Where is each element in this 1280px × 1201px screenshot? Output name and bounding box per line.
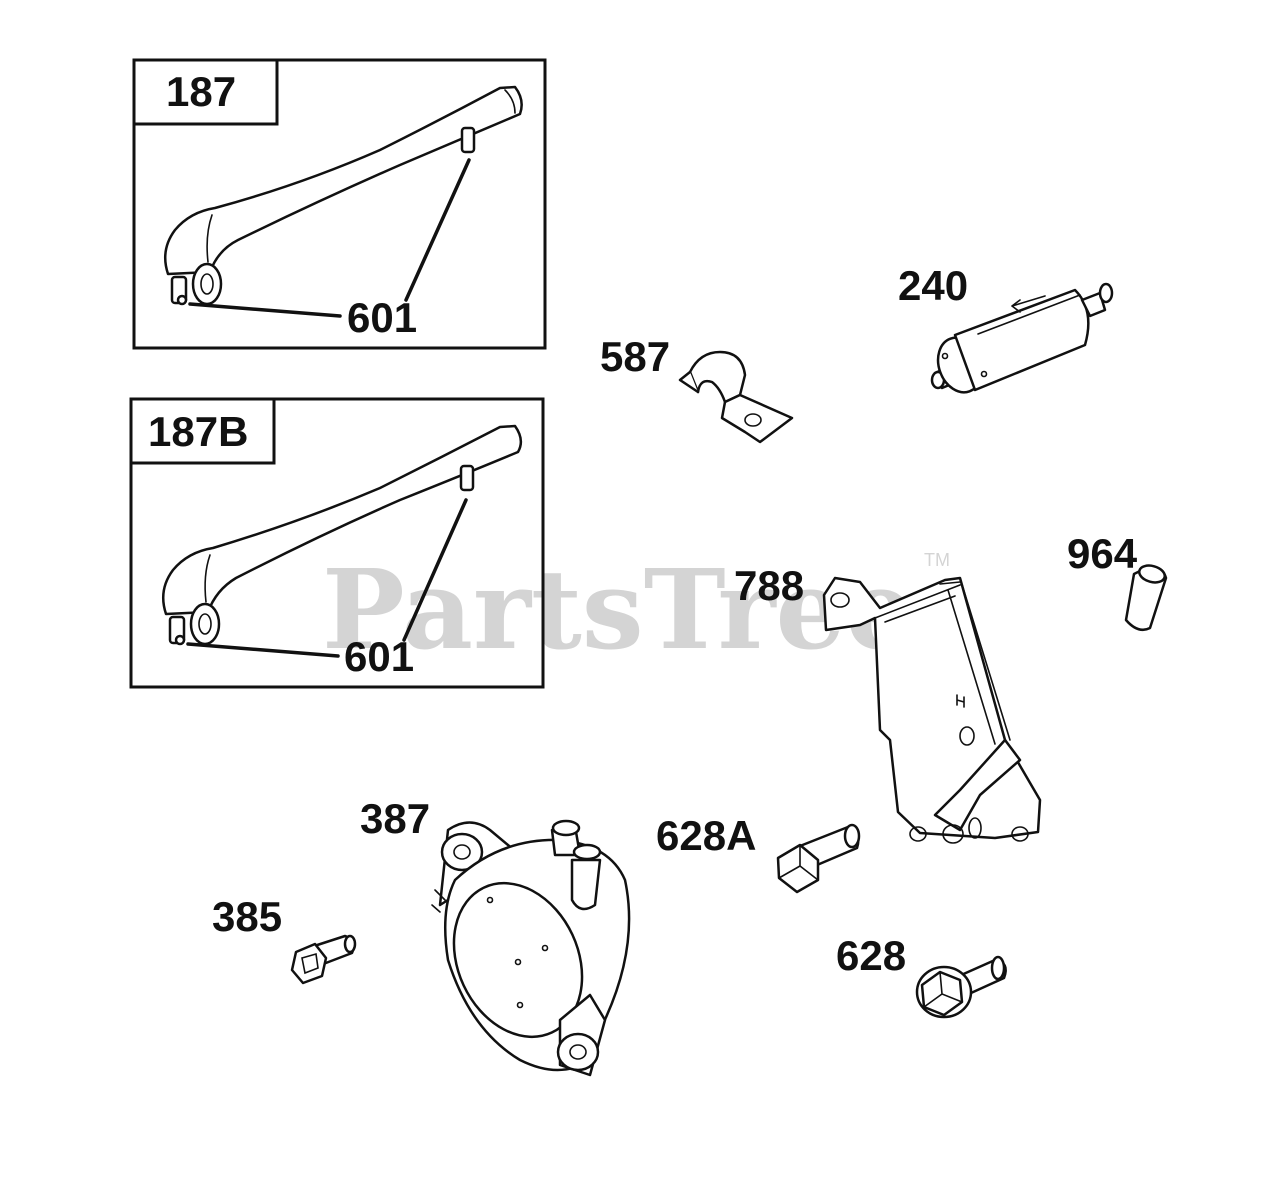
- sleeve-964: [1124, 564, 1168, 631]
- callout-587: 587: [600, 333, 670, 380]
- fuel-line-187: [163, 85, 523, 306]
- watermark-trademark: TM: [924, 550, 950, 570]
- inset-187b-title-box: [129, 397, 276, 465]
- bolt-628a: [776, 823, 861, 894]
- leader-601-b: [188, 302, 342, 318]
- bracket-788: [822, 576, 1042, 844]
- leader-601-c: [402, 498, 468, 642]
- callout-964: 964: [1067, 530, 1138, 577]
- fuel-line-187b: [161, 424, 523, 646]
- leader-601-d: [186, 642, 340, 658]
- callout-628: 628: [836, 932, 906, 979]
- fuel-filter-240: [930, 282, 1114, 394]
- callout-385: 385: [212, 893, 282, 940]
- inset-187b-callout-601: 601: [344, 633, 414, 680]
- inset-187b-frame: [129, 397, 545, 689]
- inset-187-callout-601: 601: [347, 294, 417, 341]
- inset-187b: 187B 601: [129, 397, 545, 689]
- fuel-pump-387: [431, 819, 631, 1077]
- callout-387: 387: [360, 795, 430, 842]
- leader-601-a: [404, 158, 471, 302]
- inset-187-title: 187: [166, 68, 236, 115]
- callout-628a: 628A: [656, 812, 756, 859]
- callout-240: 240: [898, 262, 968, 309]
- inset-187b-title: 187B: [148, 408, 248, 455]
- watermark-brand: PartsTree: [322, 545, 916, 674]
- bolt-628: [915, 955, 1007, 1019]
- clamp-587: [678, 350, 794, 444]
- inset-187-title-box: [132, 58, 279, 126]
- inset-187-frame: [132, 58, 547, 350]
- inset-187: 187 601: [132, 58, 547, 350]
- callout-788: 788: [734, 562, 804, 609]
- bolt-385: [290, 934, 357, 985]
